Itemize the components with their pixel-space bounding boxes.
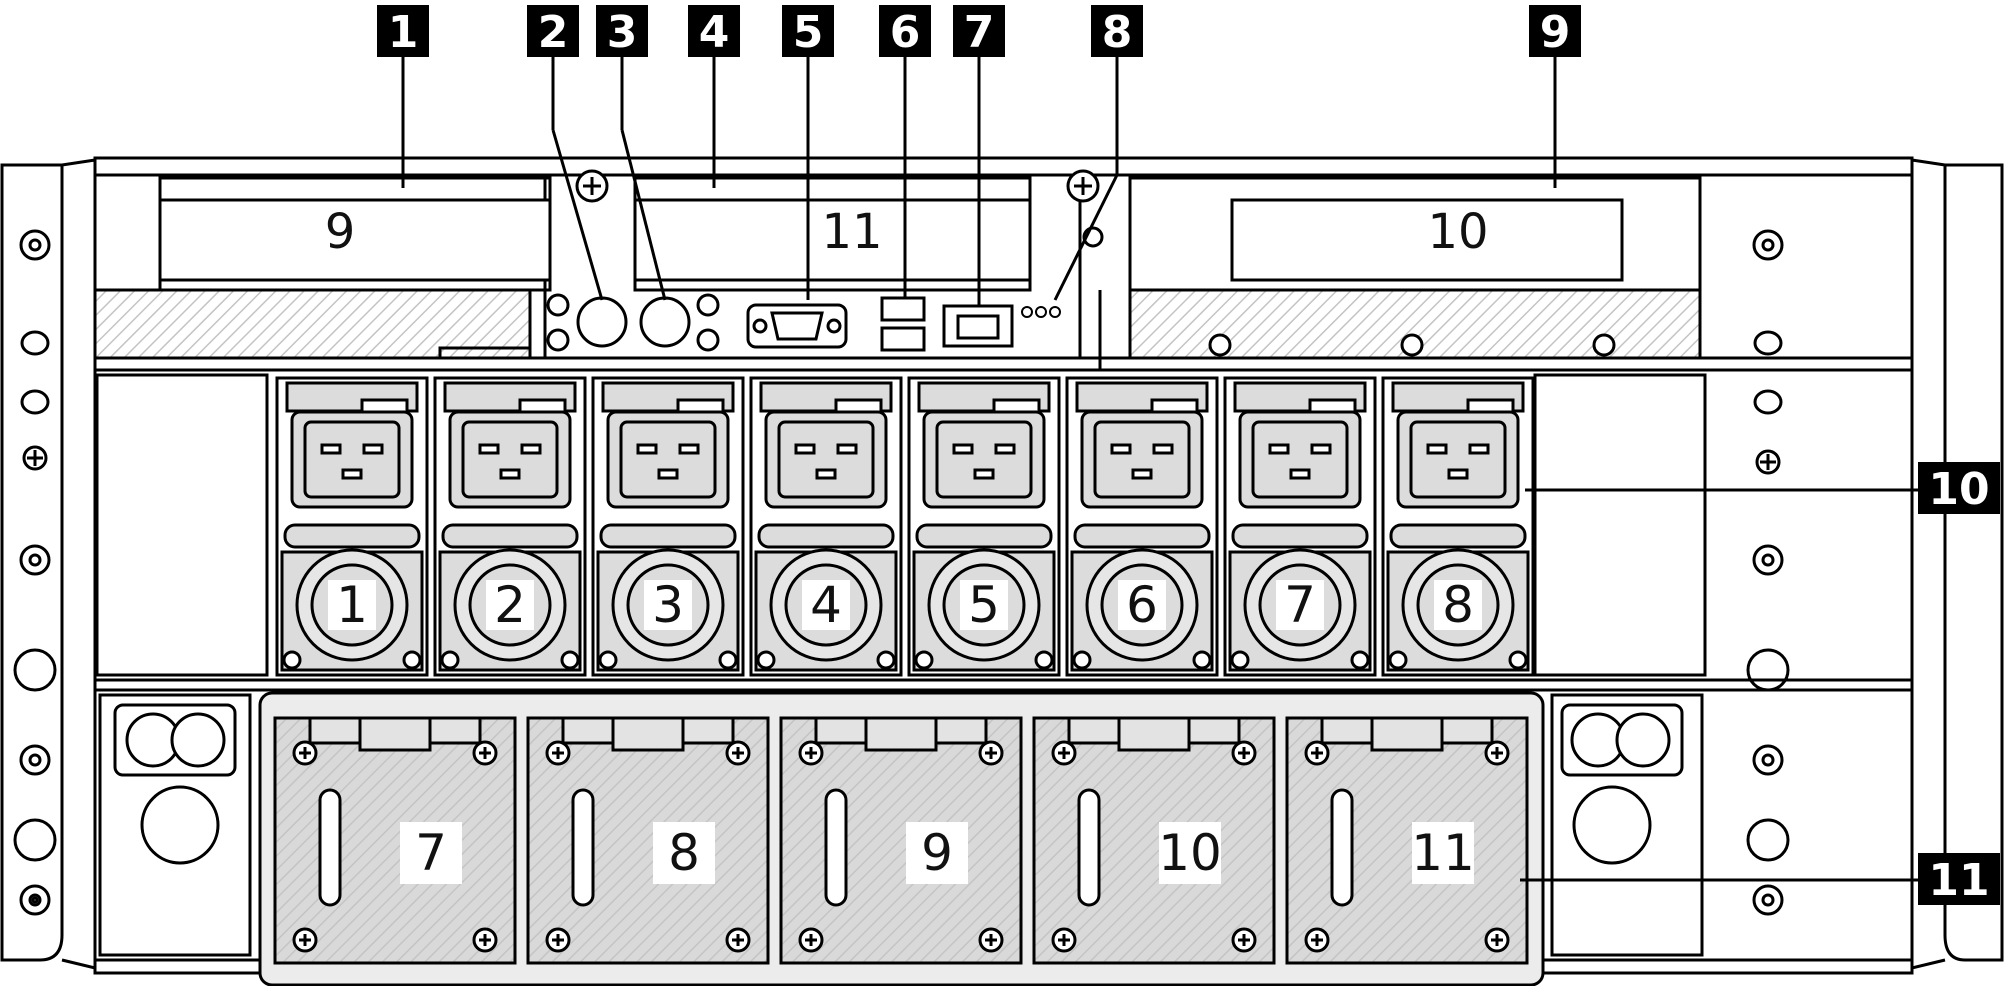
psu-unit: 3 bbox=[591, 376, 745, 677]
psu-bay bbox=[95, 373, 1707, 677]
fan-label: 10 bbox=[1158, 824, 1222, 882]
screw-icon bbox=[1051, 740, 1077, 766]
callout-number: 6 bbox=[890, 7, 921, 58]
rj45-port-icon bbox=[942, 304, 1014, 348]
callout-badge: 2 bbox=[527, 5, 579, 58]
screw-icon bbox=[978, 927, 1004, 953]
psu-unit: 6 bbox=[1065, 376, 1219, 677]
screw-icon bbox=[1231, 740, 1257, 766]
screw-icon bbox=[1304, 927, 1330, 953]
callout-number: 11 bbox=[1928, 855, 1989, 906]
callout-badge: 7 bbox=[953, 5, 1005, 58]
psu-unit: 5 bbox=[907, 376, 1061, 677]
psu-label: 1 bbox=[336, 576, 368, 634]
cable-grommet-icon bbox=[113, 703, 1684, 865]
screw-icon bbox=[725, 927, 751, 953]
fan-module: 7 bbox=[273, 716, 517, 965]
callout-badge: 4 bbox=[688, 5, 740, 58]
callout-number: 1 bbox=[388, 7, 419, 58]
screw-icon bbox=[1231, 927, 1257, 953]
screw-icon bbox=[1484, 740, 1510, 766]
psu-unit: 2 bbox=[433, 376, 587, 677]
screw-icon bbox=[725, 740, 751, 766]
fan-module: 10 bbox=[1032, 716, 1276, 965]
led-icon bbox=[1021, 306, 1061, 318]
screw-icon bbox=[1304, 740, 1330, 766]
pcie-slot-label: 9 bbox=[325, 204, 356, 260]
fan-module: 11 bbox=[1285, 716, 1529, 965]
screw-icon bbox=[472, 740, 498, 766]
power-inlet-icon bbox=[922, 410, 1046, 509]
psu-unit: 7 bbox=[1223, 376, 1377, 677]
psu-label: 7 bbox=[1284, 576, 1316, 634]
screw-icon bbox=[472, 927, 498, 953]
callout-number: 3 bbox=[607, 7, 638, 58]
callout-badge: 3 bbox=[596, 5, 648, 58]
screw-icon bbox=[292, 740, 318, 766]
callout-number: 5 bbox=[793, 7, 824, 58]
power-inlet-icon bbox=[1238, 410, 1362, 509]
power-inlet-icon bbox=[1080, 410, 1204, 509]
callout-badge: 6 bbox=[879, 5, 931, 58]
rack-ear-holes-left bbox=[13, 229, 57, 916]
screw-icon bbox=[1755, 449, 1781, 475]
callout-number: 8 bbox=[1102, 7, 1133, 58]
pcie-slot-10: 10 bbox=[1230, 198, 1624, 282]
callout-badge: 9 bbox=[1529, 5, 1581, 58]
psu-unit: 4 bbox=[749, 376, 903, 677]
power-inlet-icon bbox=[606, 410, 730, 509]
callout-badge: 8 bbox=[1091, 5, 1143, 58]
power-inlet-icon bbox=[448, 410, 572, 509]
screw-icon bbox=[546, 169, 1616, 357]
pcie-slot-9: 9 bbox=[158, 198, 552, 282]
screw-icon bbox=[798, 927, 824, 953]
psu-label: 3 bbox=[652, 576, 684, 634]
rack-ear-holes-right bbox=[1746, 229, 1790, 916]
callout-badge: 11 bbox=[1918, 853, 2000, 906]
usb-port-icon bbox=[880, 296, 926, 352]
callout-badge: 10 bbox=[1918, 462, 2000, 515]
psu-unit: 1 bbox=[275, 376, 429, 677]
psu-label: 2 bbox=[494, 576, 526, 634]
pcie-slot-11: 11 bbox=[633, 198, 1032, 282]
psu-label: 6 bbox=[1126, 576, 1158, 634]
screw-icon bbox=[292, 927, 318, 953]
screw-icon bbox=[978, 740, 1004, 766]
fan-label: 7 bbox=[415, 824, 447, 882]
vga-port-icon bbox=[746, 303, 848, 349]
psu-units: 1 2 3 4 5 6 7 8 bbox=[275, 376, 1535, 677]
pcie-slot-label: 11 bbox=[821, 204, 882, 260]
power-inlet-icon bbox=[1396, 410, 1520, 509]
callout-badge: 5 bbox=[782, 5, 834, 58]
screw-icon bbox=[545, 927, 571, 953]
callout-badge: 1 bbox=[377, 5, 429, 58]
screw-icon bbox=[545, 740, 571, 766]
psu-unit: 8 bbox=[1381, 376, 1535, 677]
fan-label: 8 bbox=[668, 824, 700, 882]
power-inlet-icon bbox=[290, 410, 414, 509]
callout-number: 7 bbox=[964, 7, 995, 58]
fan-module: 8 bbox=[526, 716, 770, 965]
screw-icon bbox=[1484, 927, 1510, 953]
fan-module: 9 bbox=[779, 716, 1023, 965]
fan-modules: 7 8 9 10 11 bbox=[273, 716, 1529, 965]
screw-icon bbox=[798, 740, 824, 766]
psu-label: 8 bbox=[1442, 576, 1474, 634]
pcie-slot-label: 10 bbox=[1427, 204, 1488, 260]
fan-label: 11 bbox=[1411, 824, 1475, 882]
callout-number: 4 bbox=[699, 7, 730, 58]
psu-label: 5 bbox=[968, 576, 1000, 634]
screw-icon bbox=[1051, 927, 1077, 953]
callout-number: 9 bbox=[1540, 7, 1571, 58]
screw-icon bbox=[22, 445, 48, 471]
callout-number: 10 bbox=[1928, 464, 1989, 515]
power-inlet-icon bbox=[764, 410, 888, 509]
psu-label: 4 bbox=[810, 576, 842, 634]
screw-icon bbox=[31, 896, 39, 904]
callout-number: 2 bbox=[538, 7, 569, 58]
callout-lines bbox=[401, 52, 1918, 882]
fan-label: 9 bbox=[921, 824, 953, 882]
